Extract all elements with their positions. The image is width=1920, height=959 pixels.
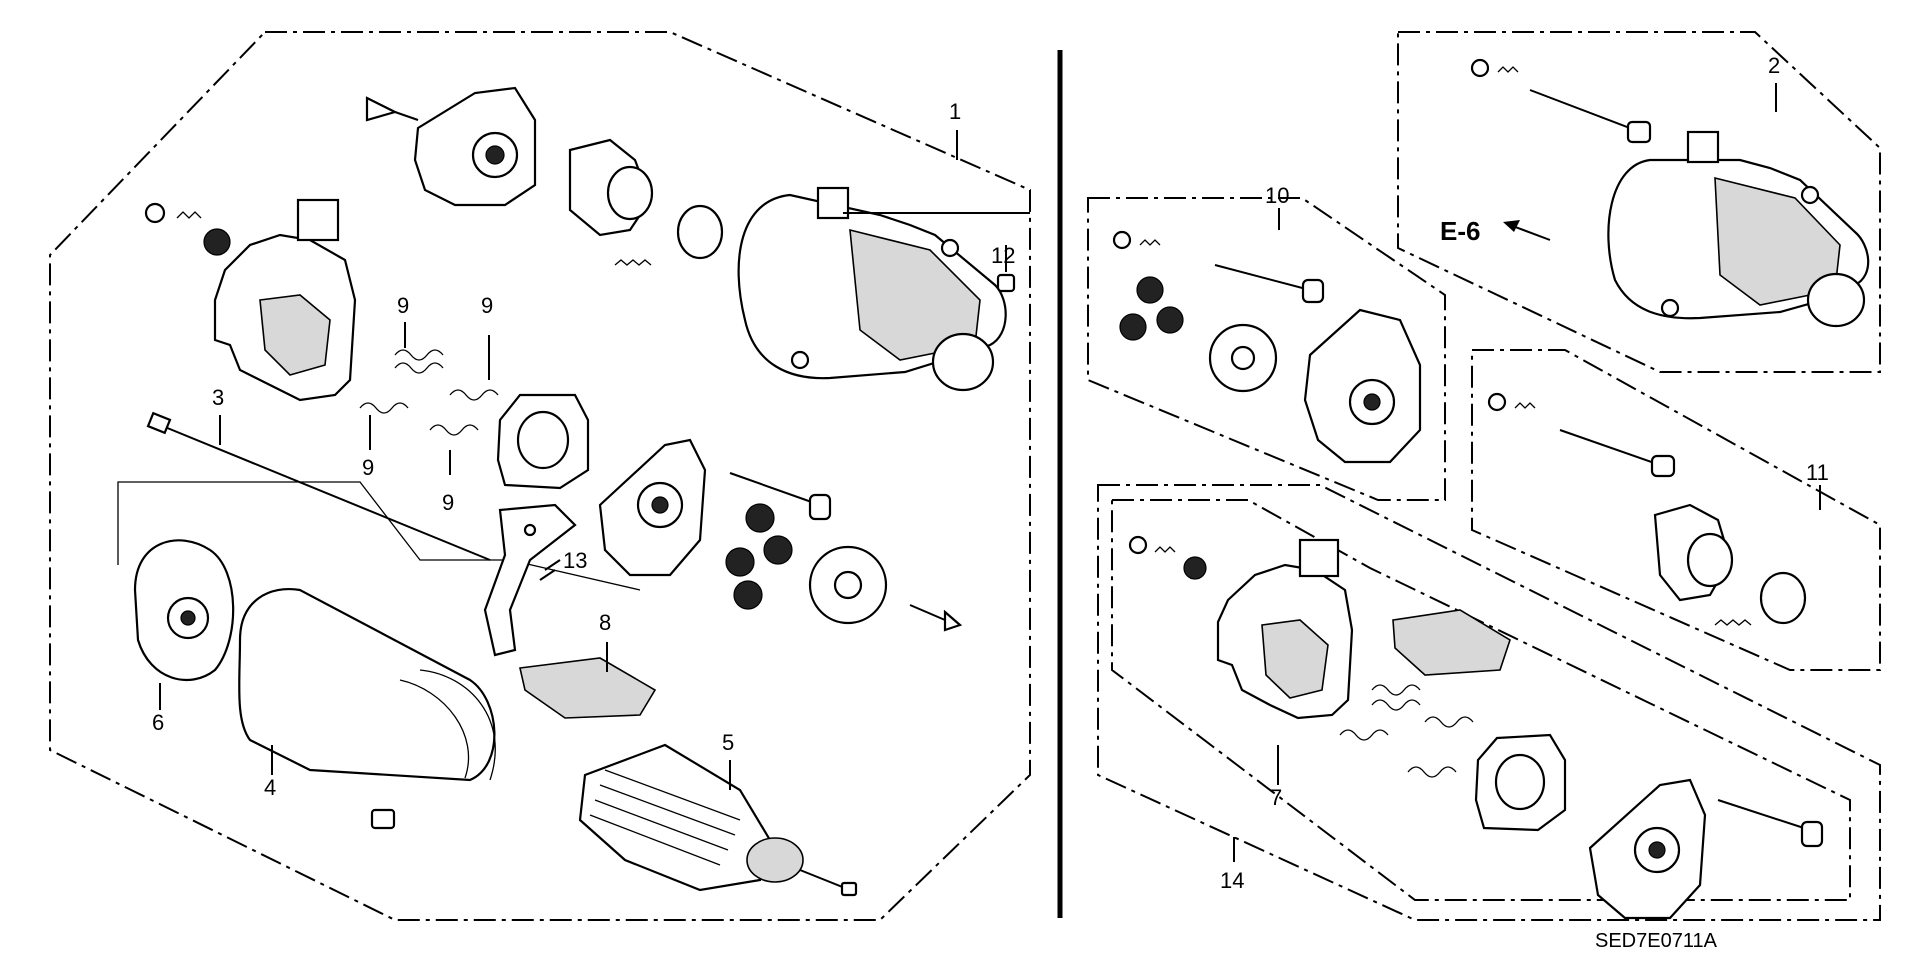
solenoid-housing bbox=[737, 186, 1030, 392]
assembly-7-boundary bbox=[1111, 499, 1851, 901]
assembly-11-boundary bbox=[1471, 349, 1881, 671]
assembly-2-boundary bbox=[1397, 31, 1881, 373]
gear-set-10 bbox=[1112, 230, 1422, 464]
callout-9-a: 9 bbox=[397, 293, 410, 318]
callout-14: 14 bbox=[1220, 868, 1245, 893]
callout-9-d: 9 bbox=[442, 490, 455, 515]
callout-11: 11 bbox=[1806, 460, 1829, 485]
callout-2: 2 bbox=[1768, 53, 1781, 78]
callout-9-c: 9 bbox=[362, 455, 375, 480]
callout-13: 13 bbox=[563, 548, 588, 573]
assembly-14-boundary bbox=[1097, 484, 1881, 921]
internal-gear-plate bbox=[808, 545, 963, 632]
callout-9-b: 9 bbox=[481, 293, 494, 318]
gear-plate bbox=[598, 438, 832, 577]
assembly-1-boundary bbox=[49, 31, 1031, 921]
end-cover-6 bbox=[133, 539, 235, 682]
insulator-part-8 bbox=[519, 657, 657, 719]
brush-plate bbox=[496, 393, 590, 490]
drawing-code: SED7E0711A bbox=[1595, 930, 1717, 952]
rear-cover bbox=[365, 86, 537, 207]
drive-lever-bracket bbox=[568, 138, 724, 266]
brush-springs bbox=[359, 349, 499, 436]
yoke-part-4 bbox=[238, 588, 496, 830]
brush-holder-assembly bbox=[144, 198, 357, 402]
callout-7: 7 bbox=[1270, 785, 1283, 810]
callout-10: 10 bbox=[1265, 183, 1290, 208]
callout-6: 6 bbox=[152, 710, 165, 735]
callout-1: 1 bbox=[949, 99, 962, 124]
callout-3: 3 bbox=[212, 385, 225, 410]
sub-assembly-boundary bbox=[117, 481, 641, 591]
brush-set-14 bbox=[1128, 535, 1824, 920]
callout-8: 8 bbox=[599, 610, 612, 635]
assembly-10-boundary bbox=[1087, 197, 1446, 501]
callout-4: 4 bbox=[264, 775, 277, 800]
callout-5: 5 bbox=[722, 730, 735, 755]
planet-gears bbox=[725, 503, 793, 610]
brush-bracket-13 bbox=[483, 503, 577, 657]
solenoid-assembly-2 bbox=[1470, 58, 1870, 328]
callout-leader-lines bbox=[159, 83, 1821, 862]
through-bolt bbox=[146, 411, 491, 561]
section-reference-e6[interactable]: E-6 bbox=[1440, 216, 1481, 246]
lever-set-11 bbox=[1487, 392, 1807, 626]
armature-part-5 bbox=[578, 743, 858, 897]
e6-arrow bbox=[1503, 220, 1551, 241]
callout-12: 12 bbox=[991, 243, 1016, 268]
